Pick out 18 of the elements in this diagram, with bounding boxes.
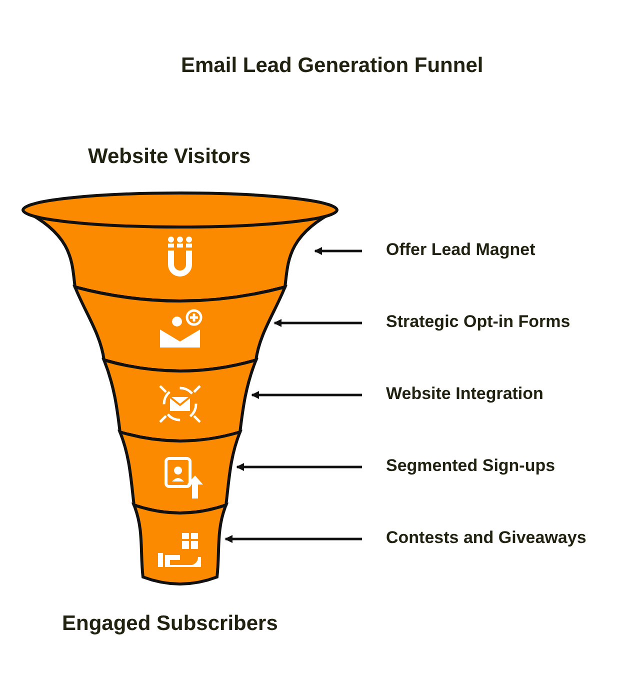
arrow [274,319,362,327]
funnel-bottom-segment [132,504,228,586]
step-label: Contests and Giveaways [386,528,586,548]
step-label: Offer Lead Magnet [386,240,536,260]
funnel-segment [74,286,286,372]
funnel-segment [118,430,242,514]
arrow [314,247,362,255]
stage-label: Website Visitors [88,145,251,169]
stage-label: Engaged Subscribers [62,612,278,636]
funnel-segment [22,192,338,302]
diagram-title: Email Lead Generation Funnel [181,54,484,78]
step-label: Strategic Opt-in Forms [386,312,570,332]
step-label: Segmented Sign-ups [386,456,556,476]
arrow [251,391,362,399]
arrow [224,535,362,543]
arrow [236,463,362,471]
funnel-segment [102,358,258,442]
step-label: Website Integration [386,384,544,404]
